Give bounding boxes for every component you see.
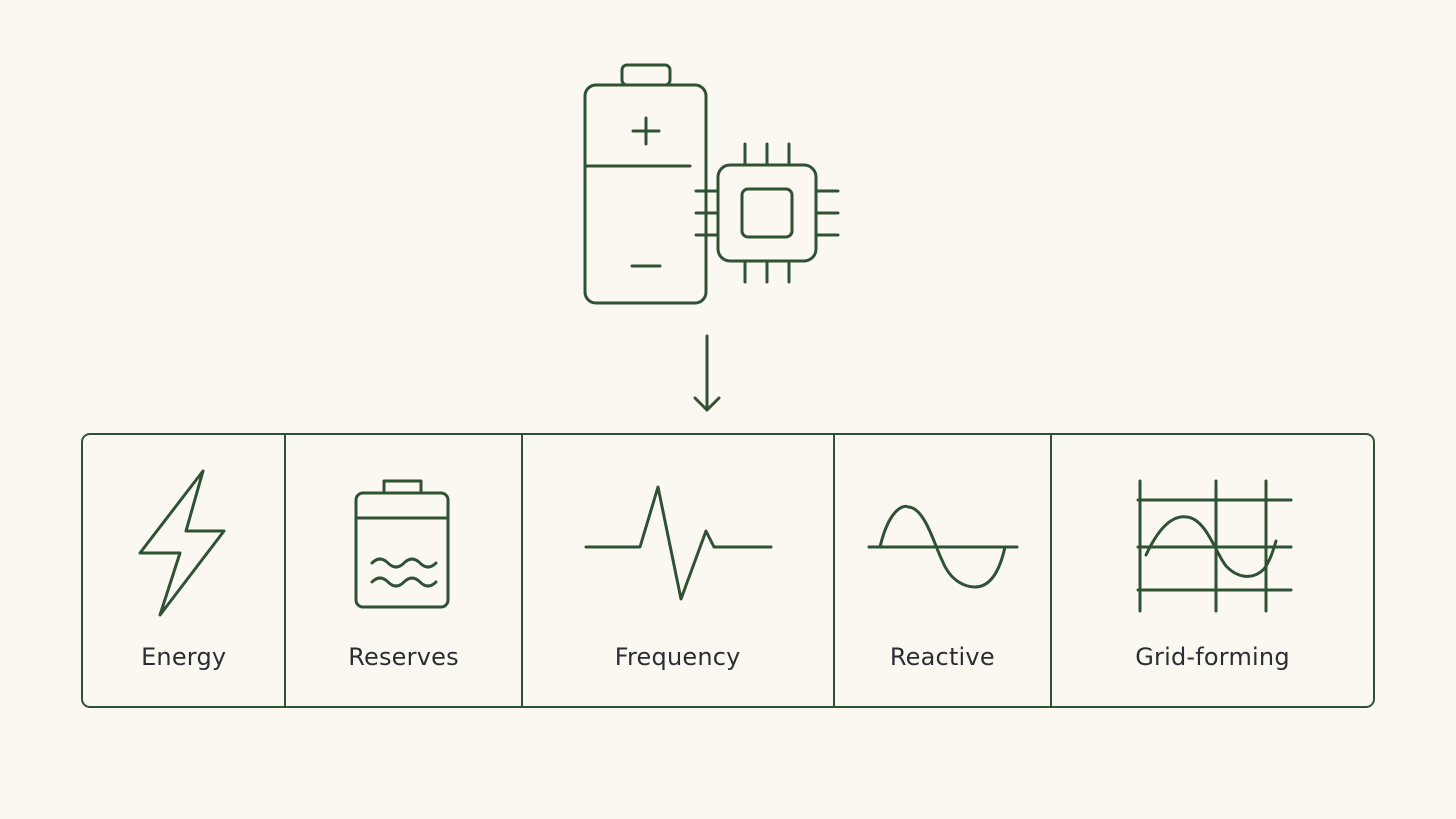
grid-wave-icon	[1052, 465, 1373, 625]
service-label-frequency: Frequency	[614, 643, 741, 671]
chip-icon	[694, 142, 840, 284]
service-reserves: Reserves	[286, 435, 523, 706]
service-energy: Energy	[83, 435, 287, 706]
down-arrow-icon	[690, 332, 724, 418]
service-label-reserves: Reserves	[348, 643, 459, 671]
service-frequency: Frequency	[523, 435, 835, 706]
service-label-reactive: Reactive	[889, 643, 995, 671]
service-label-energy: Energy	[141, 643, 227, 671]
battery-reserve-icon	[286, 465, 520, 625]
sine-wave-icon	[835, 465, 1050, 625]
service-label-grid-forming: Grid-forming	[1135, 643, 1290, 671]
service-grid-forming: Grid-forming	[1052, 435, 1373, 706]
service-reactive: Reactive	[835, 435, 1052, 706]
battery-icon	[583, 63, 708, 305]
services-panel: Energy Reserves Frequency	[81, 433, 1375, 708]
lightning-bolt-icon	[83, 465, 284, 625]
battery-chip-group	[560, 55, 860, 315]
frequency-pulse-icon	[523, 465, 833, 625]
